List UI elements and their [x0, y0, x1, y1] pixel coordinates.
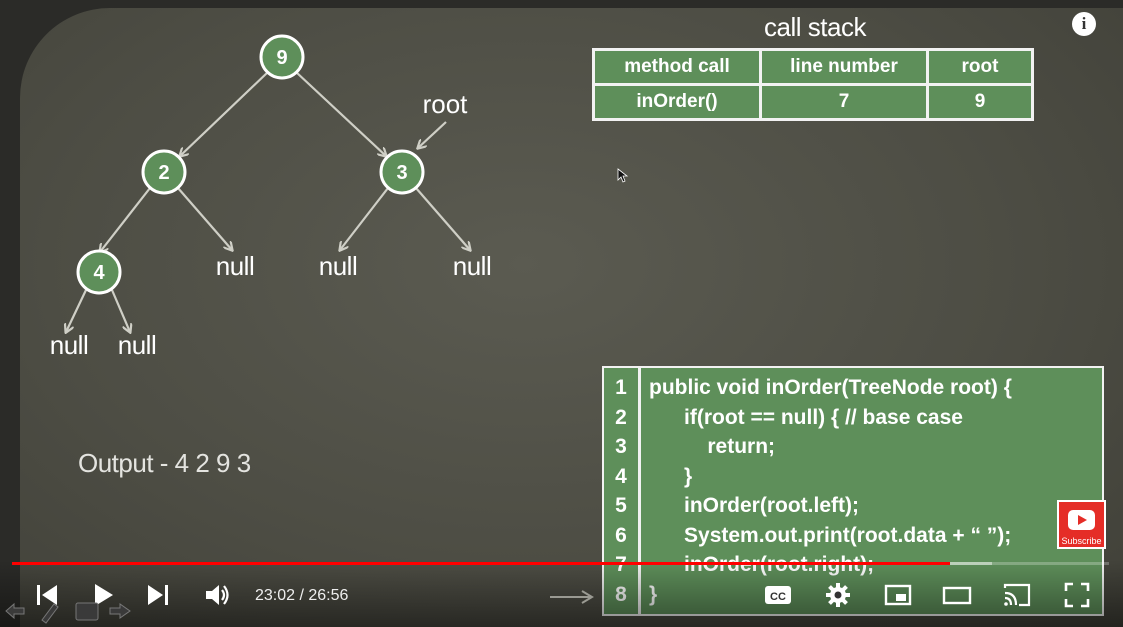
- edge-2-null: [177, 187, 232, 250]
- play-icon[interactable]: [88, 580, 118, 610]
- forward-arrow-icon: [109, 603, 131, 619]
- play-triangle-icon: [1078, 515, 1087, 525]
- edge-9-2: [180, 71, 269, 156]
- null-label: null: [50, 330, 88, 360]
- mouse-cursor-icon: [617, 168, 629, 183]
- miniplayer-icon[interactable]: [883, 580, 913, 610]
- edge-3-null-right: [415, 187, 470, 250]
- next-video-icon[interactable]: [143, 580, 173, 610]
- code-line: System.out.print(root.data + “ ”);: [649, 524, 1012, 547]
- root-pointer-label: root: [423, 89, 469, 119]
- edge-9-3: [295, 71, 386, 156]
- code-line: inOrder(root.left);: [649, 494, 859, 517]
- code-panel: 1 2 3 4 5 6 7 8 public void inOrder(Tree…: [602, 366, 1104, 616]
- header-line-number: line number: [759, 48, 929, 86]
- volume-icon[interactable]: [202, 580, 232, 610]
- line-number: 8: [604, 583, 638, 607]
- previous-video-icon[interactable]: [32, 580, 62, 610]
- null-label: null: [453, 251, 491, 281]
- progress-played: [12, 562, 950, 565]
- pen-icon: [41, 603, 59, 624]
- tree-node-9: 9: [259, 34, 305, 80]
- subscribe-label: Subscribe: [1061, 536, 1102, 546]
- edge-2-4: [100, 187, 151, 252]
- header-method-call: method call: [592, 48, 762, 86]
- time-display: 23:02 / 26:56: [255, 587, 349, 604]
- svg-text:9: 9: [276, 47, 287, 69]
- svg-text:2: 2: [158, 162, 169, 184]
- line-number: 6: [615, 524, 627, 547]
- annotation-toolbar: [5, 602, 131, 624]
- call-stack-row: inOrder() 7 9: [592, 83, 1034, 121]
- edge-4-null-right: [110, 289, 130, 332]
- null-label: null: [216, 251, 254, 281]
- binary-tree-diagram: 9 2 3 4 null null null null null root: [50, 34, 492, 360]
- header-root: root: [926, 48, 1034, 86]
- tree-node-4: 4: [76, 249, 122, 295]
- call-stack-title: call stack: [764, 12, 866, 42]
- svg-text:3: 3: [396, 162, 407, 184]
- null-label: null: [118, 330, 156, 360]
- cell-method-call: inOrder(): [592, 83, 762, 121]
- code-line: }: [649, 583, 657, 607]
- line-number-gutter: [604, 368, 641, 614]
- code-line: public void inOrder(TreeNode root) {: [649, 376, 1012, 399]
- progress-bar[interactable]: [12, 562, 1109, 565]
- cast-icon[interactable]: [1002, 580, 1032, 610]
- settings-gear-icon[interactable]: [823, 580, 853, 610]
- cell-root: 9: [926, 83, 1034, 121]
- info-icon[interactable]: i: [1072, 12, 1096, 36]
- arrow-right-icon: [550, 590, 594, 604]
- call-stack-header-row: method call line number root: [592, 48, 1034, 86]
- menu-icon: [75, 602, 99, 621]
- output-text: Output - 4 2 9 3: [78, 448, 251, 478]
- subscribe-button[interactable]: Subscribe: [1057, 500, 1106, 549]
- edge-3-null-left: [340, 187, 389, 250]
- line-number: 1: [615, 376, 627, 399]
- null-label: null: [319, 251, 357, 281]
- root-pointer-arrow: [418, 121, 447, 148]
- line-number: 2: [615, 406, 627, 429]
- code-line: }: [649, 465, 693, 488]
- fullscreen-icon[interactable]: [1062, 580, 1092, 610]
- code-line: return;: [649, 435, 776, 458]
- line-number: 3: [615, 435, 627, 458]
- theater-mode-icon[interactable]: [942, 580, 972, 610]
- line-number: 5: [615, 494, 627, 517]
- cell-line-number: 7: [759, 83, 929, 121]
- line-number: 4: [615, 465, 627, 488]
- svg-text:4: 4: [93, 262, 105, 284]
- code-line: if(root == null) { // base case: [649, 406, 963, 429]
- back-arrow-icon: [5, 602, 25, 620]
- call-stack-table: method call line number root inOrder() 7…: [592, 48, 1034, 121]
- player-controls-bar: [0, 560, 1123, 627]
- tree-node-3: 3: [379, 149, 425, 195]
- svg-text:CC: CC: [770, 591, 786, 603]
- tree-node-2: 2: [141, 149, 187, 195]
- closed-captions-icon[interactable]: CC: [763, 580, 793, 610]
- edge-4-null-left: [66, 289, 87, 332]
